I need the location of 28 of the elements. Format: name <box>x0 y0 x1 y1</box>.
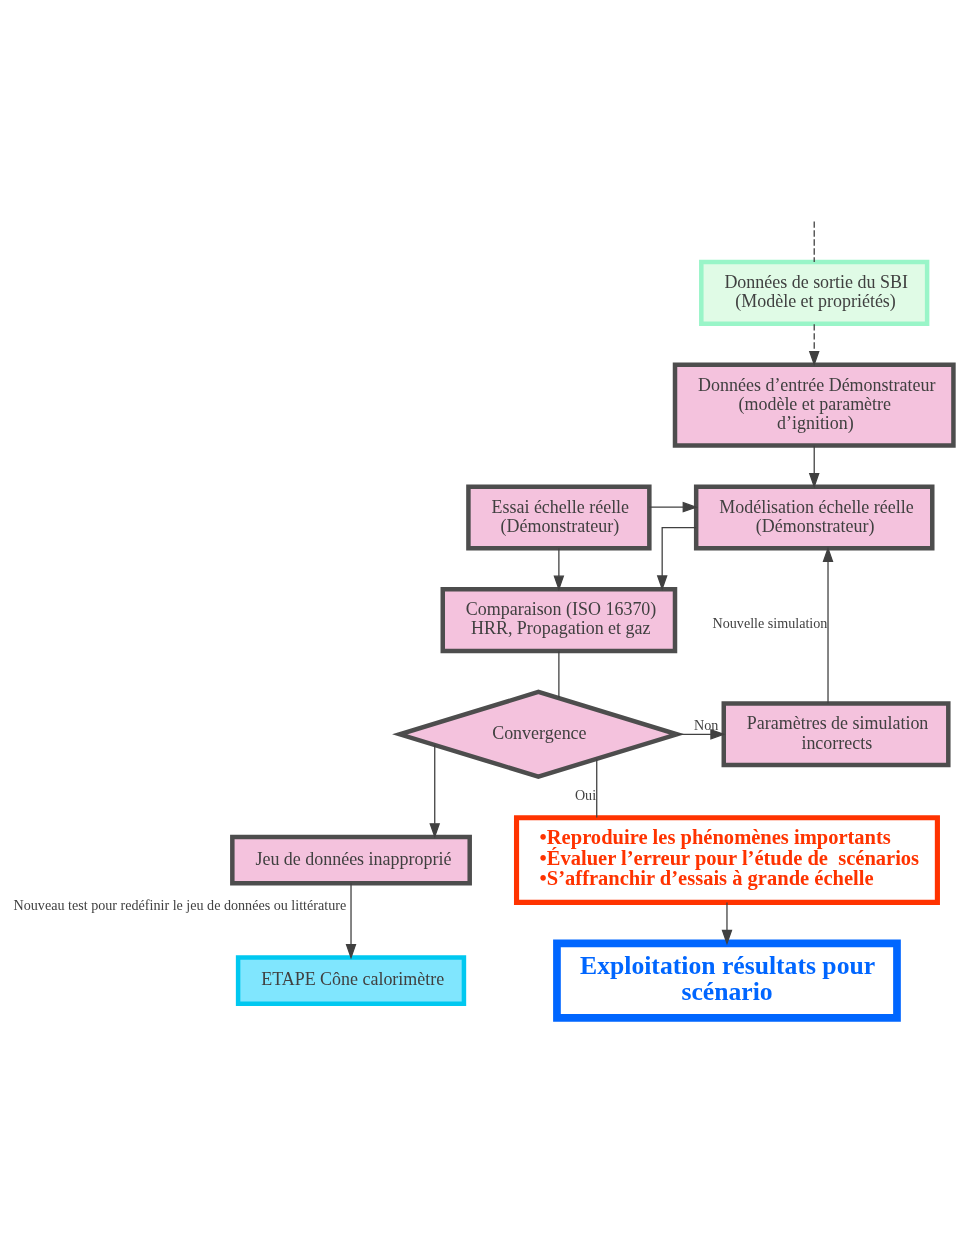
arrow <box>553 547 565 591</box>
node-box: Données de sortie du SBI (Modèle et propriétés) <box>699 259 930 326</box>
node-box: Comparaison (ISO 16370) HRR, Propagation et gaz <box>440 587 678 654</box>
connector <box>596 758 598 819</box>
arrow <box>721 901 733 946</box>
arrow <box>808 445 820 489</box>
node-box: Essai échelle réelle (Démonstrateur) <box>466 484 652 551</box>
arrow <box>822 546 834 704</box>
node-diamond: Convergence <box>392 689 685 779</box>
arrow <box>656 527 697 591</box>
edge-label: Non <box>694 717 719 734</box>
edge-label: Nouveau test pour redéfinir le jeu de données ou littérature <box>13 896 347 913</box>
arrow <box>649 501 699 513</box>
node-box: Jeu de données inapproprié <box>230 834 472 886</box>
connector <box>558 650 560 699</box>
edge-label: Oui <box>574 786 597 803</box>
edge-label: Nouvelle simulation <box>712 615 828 632</box>
node-box: •Reproduire les phénomènes importants •Évaluer l’erreur pour l’étude de scénarios •S’affranchir d’essais à grande échelle <box>513 815 940 905</box>
node-box: Exploitation résultats pour scénario <box>553 939 901 1022</box>
node-box: ETAPE Cône calorimètre <box>235 955 467 1006</box>
arrow <box>676 728 726 740</box>
node-box: Paramètres de simulation incorrects <box>721 701 951 768</box>
arrow <box>429 744 441 839</box>
node-box: Modélisation échelle réelle (Démonstrateur) <box>693 484 935 551</box>
connector <box>813 220 815 263</box>
arrow <box>345 882 357 960</box>
node-box: Données d’entrée Démonstrateur (modèle et paramètre d’ignition) <box>672 362 956 448</box>
arrow <box>808 323 820 367</box>
